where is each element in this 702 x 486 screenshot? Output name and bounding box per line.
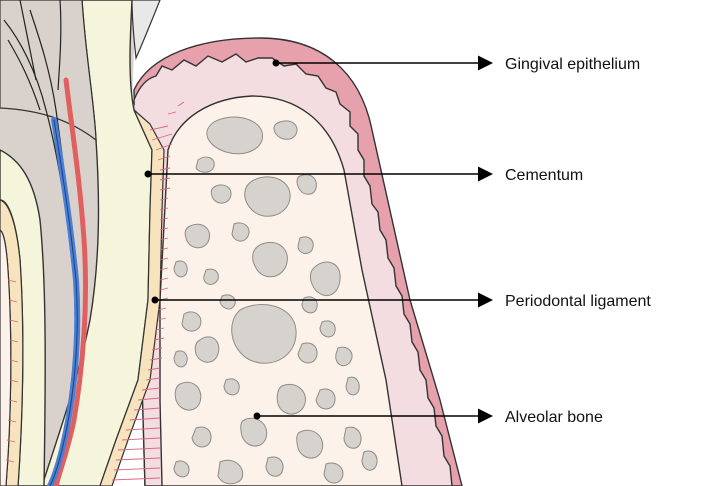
label-alveolar-bone: Alveolar bone [505,409,603,426]
label-periodontal-ligament: Periodontal ligament [505,293,651,310]
label-gingival-epithelium: Gingival epithelium [505,56,640,73]
label-cementum: Cementum [505,167,583,184]
enamel [132,0,160,58]
